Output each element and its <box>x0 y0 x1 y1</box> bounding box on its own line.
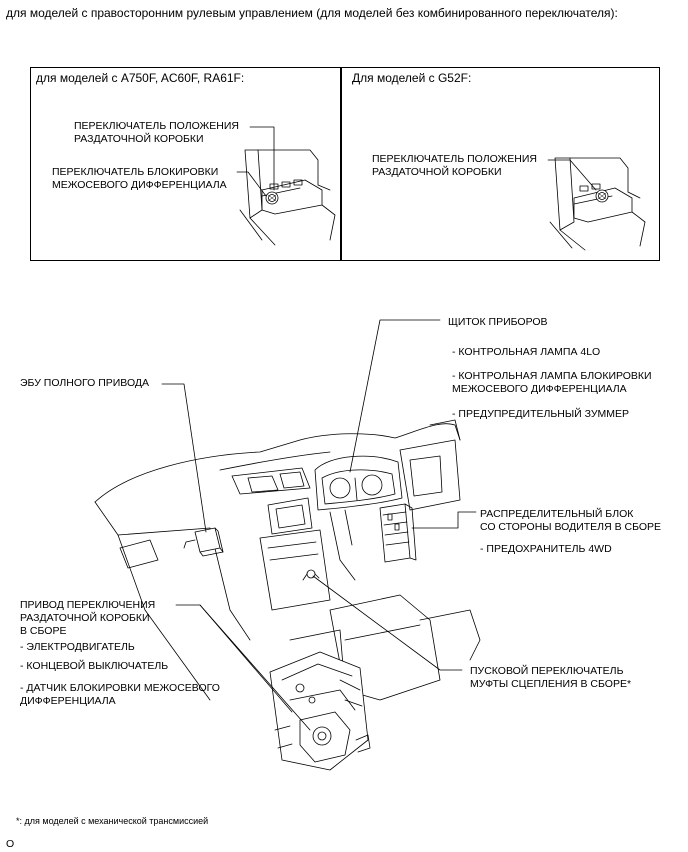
4wd-ecu <box>184 528 223 556</box>
inset-left-leaders <box>237 127 274 196</box>
inset-right-console <box>550 158 645 250</box>
junction-block <box>380 504 416 562</box>
dashboard-illustration <box>95 420 480 700</box>
transfer-actuator <box>270 652 370 770</box>
inset-left-console <box>240 150 335 245</box>
